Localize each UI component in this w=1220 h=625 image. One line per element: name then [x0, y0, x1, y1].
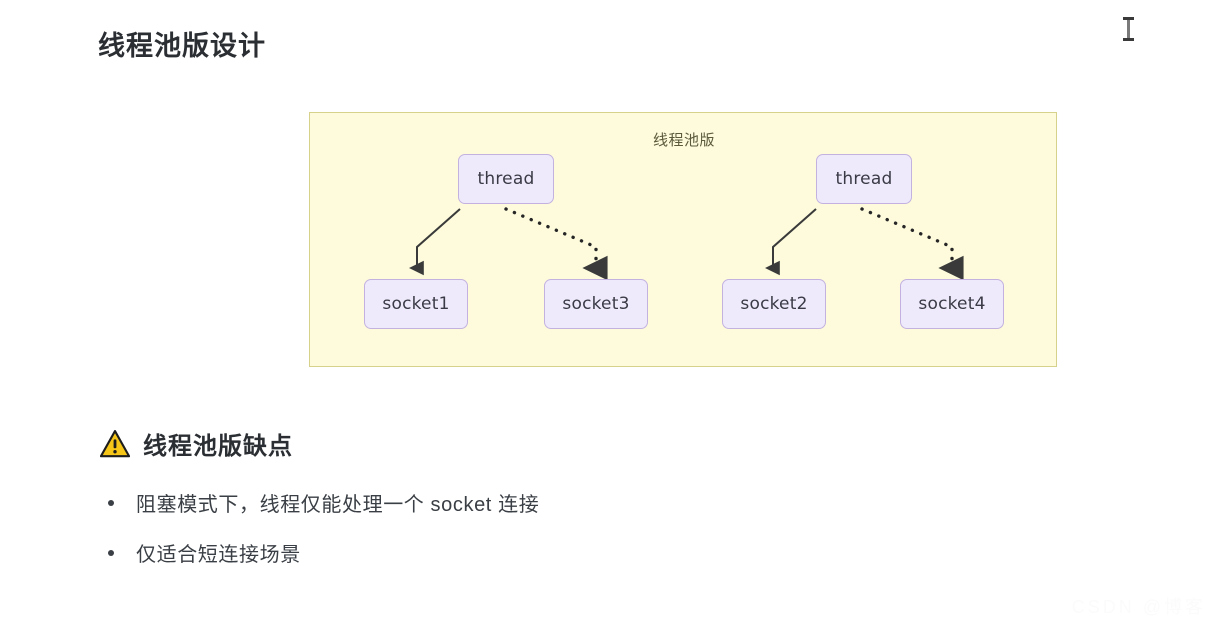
- drawback-list: 阻塞模式下，线程仅能处理一个 socket 连接 仅适合短连接场景: [108, 488, 539, 588]
- warning-triangle-icon: [100, 429, 130, 457]
- list-item-label: 阻塞模式下，线程仅能处理一个 socket 连接: [136, 494, 540, 516]
- node-thread-left[interactable]: thread: [458, 154, 554, 204]
- node-socket2[interactable]: socket2: [722, 279, 826, 329]
- node-socket1[interactable]: socket1: [364, 279, 468, 329]
- bullet-dot-icon: [108, 550, 114, 556]
- page-title: 线程池版设计: [98, 31, 266, 61]
- bullet-dot-icon: [108, 500, 114, 506]
- list-item: 仅适合短连接场景: [108, 538, 539, 567]
- edge-thread-left-socket3: [504, 207, 608, 281]
- edge-thread-left-socket1: [408, 208, 461, 276]
- list-item: 阻塞模式下，线程仅能处理一个 socket 连接: [108, 488, 539, 517]
- watermark: CSDN @博客: [1071, 597, 1206, 617]
- warning-heading-text: 线程池版缺点: [143, 433, 293, 460]
- node-socket3[interactable]: socket3: [544, 279, 648, 329]
- edge-thread-right-socket4: [860, 207, 964, 281]
- list-item-label: 仅适合短连接场景: [136, 544, 301, 566]
- i-beam-text-cursor: [1123, 17, 1134, 41]
- node-socket4[interactable]: socket4: [900, 279, 1004, 329]
- warning-heading: 线程池版缺点: [100, 426, 293, 461]
- edge-thread-right-socket2: [764, 208, 817, 276]
- thread-pool-diagram: 线程池版 thread thread socket1 socket3 socke…: [309, 112, 1057, 367]
- diagram-edges-svg: [408, 207, 964, 281]
- node-thread-right[interactable]: thread: [816, 154, 912, 204]
